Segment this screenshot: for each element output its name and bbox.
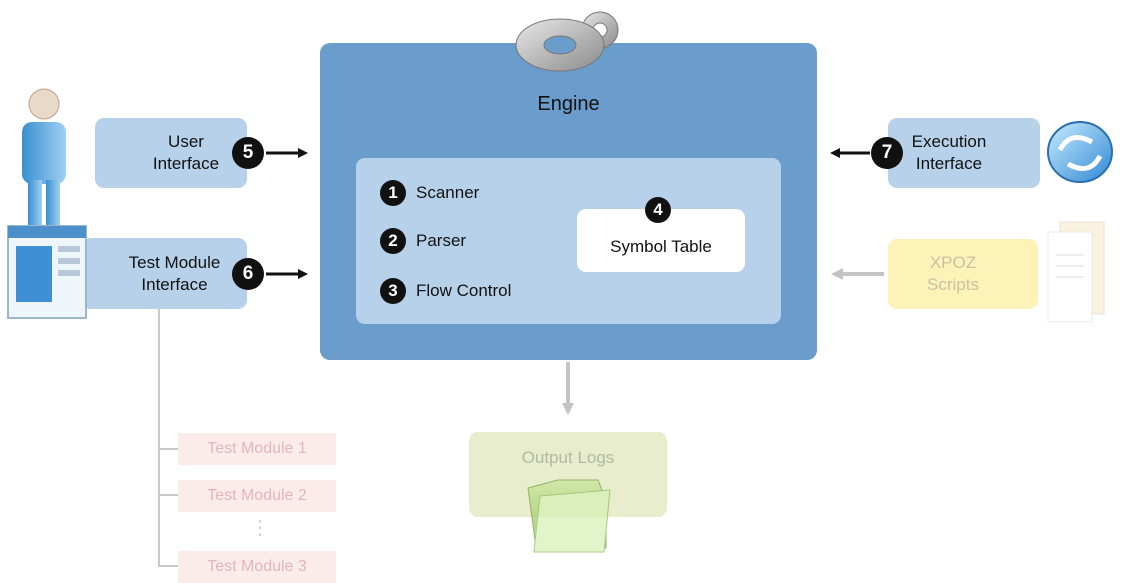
badge-7: 7 — [871, 137, 903, 169]
flow-control-step: 3 Flow Control — [380, 278, 511, 304]
tree-branch — [158, 494, 178, 496]
engine-title: Engine — [537, 93, 600, 115]
test-module-2: Test Module 2 — [178, 480, 336, 512]
user-interface-line1: User — [168, 132, 204, 151]
user-interface-line2: Interface — [152, 154, 220, 173]
symbol-table-label: Symbol Table — [610, 237, 712, 256]
execution-interface-line2: Interface — [915, 154, 983, 173]
refresh-icon — [1047, 121, 1113, 183]
badge-5: 5 — [232, 137, 264, 169]
symbol-table-box: 4 Symbol Table — [577, 197, 745, 272]
test-module-ellipsis: ⋮ — [250, 517, 270, 539]
xpoz-scripts-box: XPOZ Scripts — [888, 239, 1038, 309]
tree-branch — [158, 448, 178, 450]
flow-control-label: Flow Control — [416, 281, 512, 300]
tree-branch — [158, 565, 178, 567]
test-module-interface-line2: Interface — [141, 274, 208, 294]
xpoz-scripts-line2: Scripts — [927, 275, 979, 294]
step-number: 1 — [380, 180, 406, 206]
gear-icon — [515, 11, 619, 72]
person-icon — [22, 88, 66, 232]
test-module-3: Test Module 3 — [178, 551, 336, 583]
user-interface-box: User Interface — [95, 118, 247, 188]
engine-components-panel: 1 Scanner 2 Parser 3 Flow Control 4 Symb… — [356, 158, 781, 324]
folder-icon — [527, 479, 611, 553]
xpoz-scripts-line1: XPOZ — [929, 253, 977, 272]
test-module-1: Test Module 1 — [178, 433, 336, 465]
parser-step: 2 Parser — [380, 228, 466, 254]
documents-icon — [1047, 221, 1105, 323]
badge-6: 6 — [232, 258, 264, 290]
step-number: 3 — [380, 278, 406, 304]
step-number: 2 — [380, 228, 406, 254]
test-module-tree-trunk — [158, 308, 160, 566]
step-number: 4 — [645, 197, 671, 223]
execution-interface-box: Execution Interface — [888, 118, 1040, 188]
test-module-interface-line1: Test Module — [128, 252, 221, 272]
output-logs-label: Output Logs — [521, 448, 615, 467]
window-icon — [7, 225, 87, 319]
scanner-step: 1 Scanner — [380, 180, 479, 206]
execution-interface-line1: Execution — [911, 132, 987, 151]
test-module-interface-box: Test Module Interface — [82, 238, 247, 309]
scanner-label: Scanner — [416, 183, 480, 202]
engine-box: Engine 1 Scanner 2 Parser 3 Flow Control… — [320, 43, 817, 360]
parser-label: Parser — [416, 231, 467, 250]
